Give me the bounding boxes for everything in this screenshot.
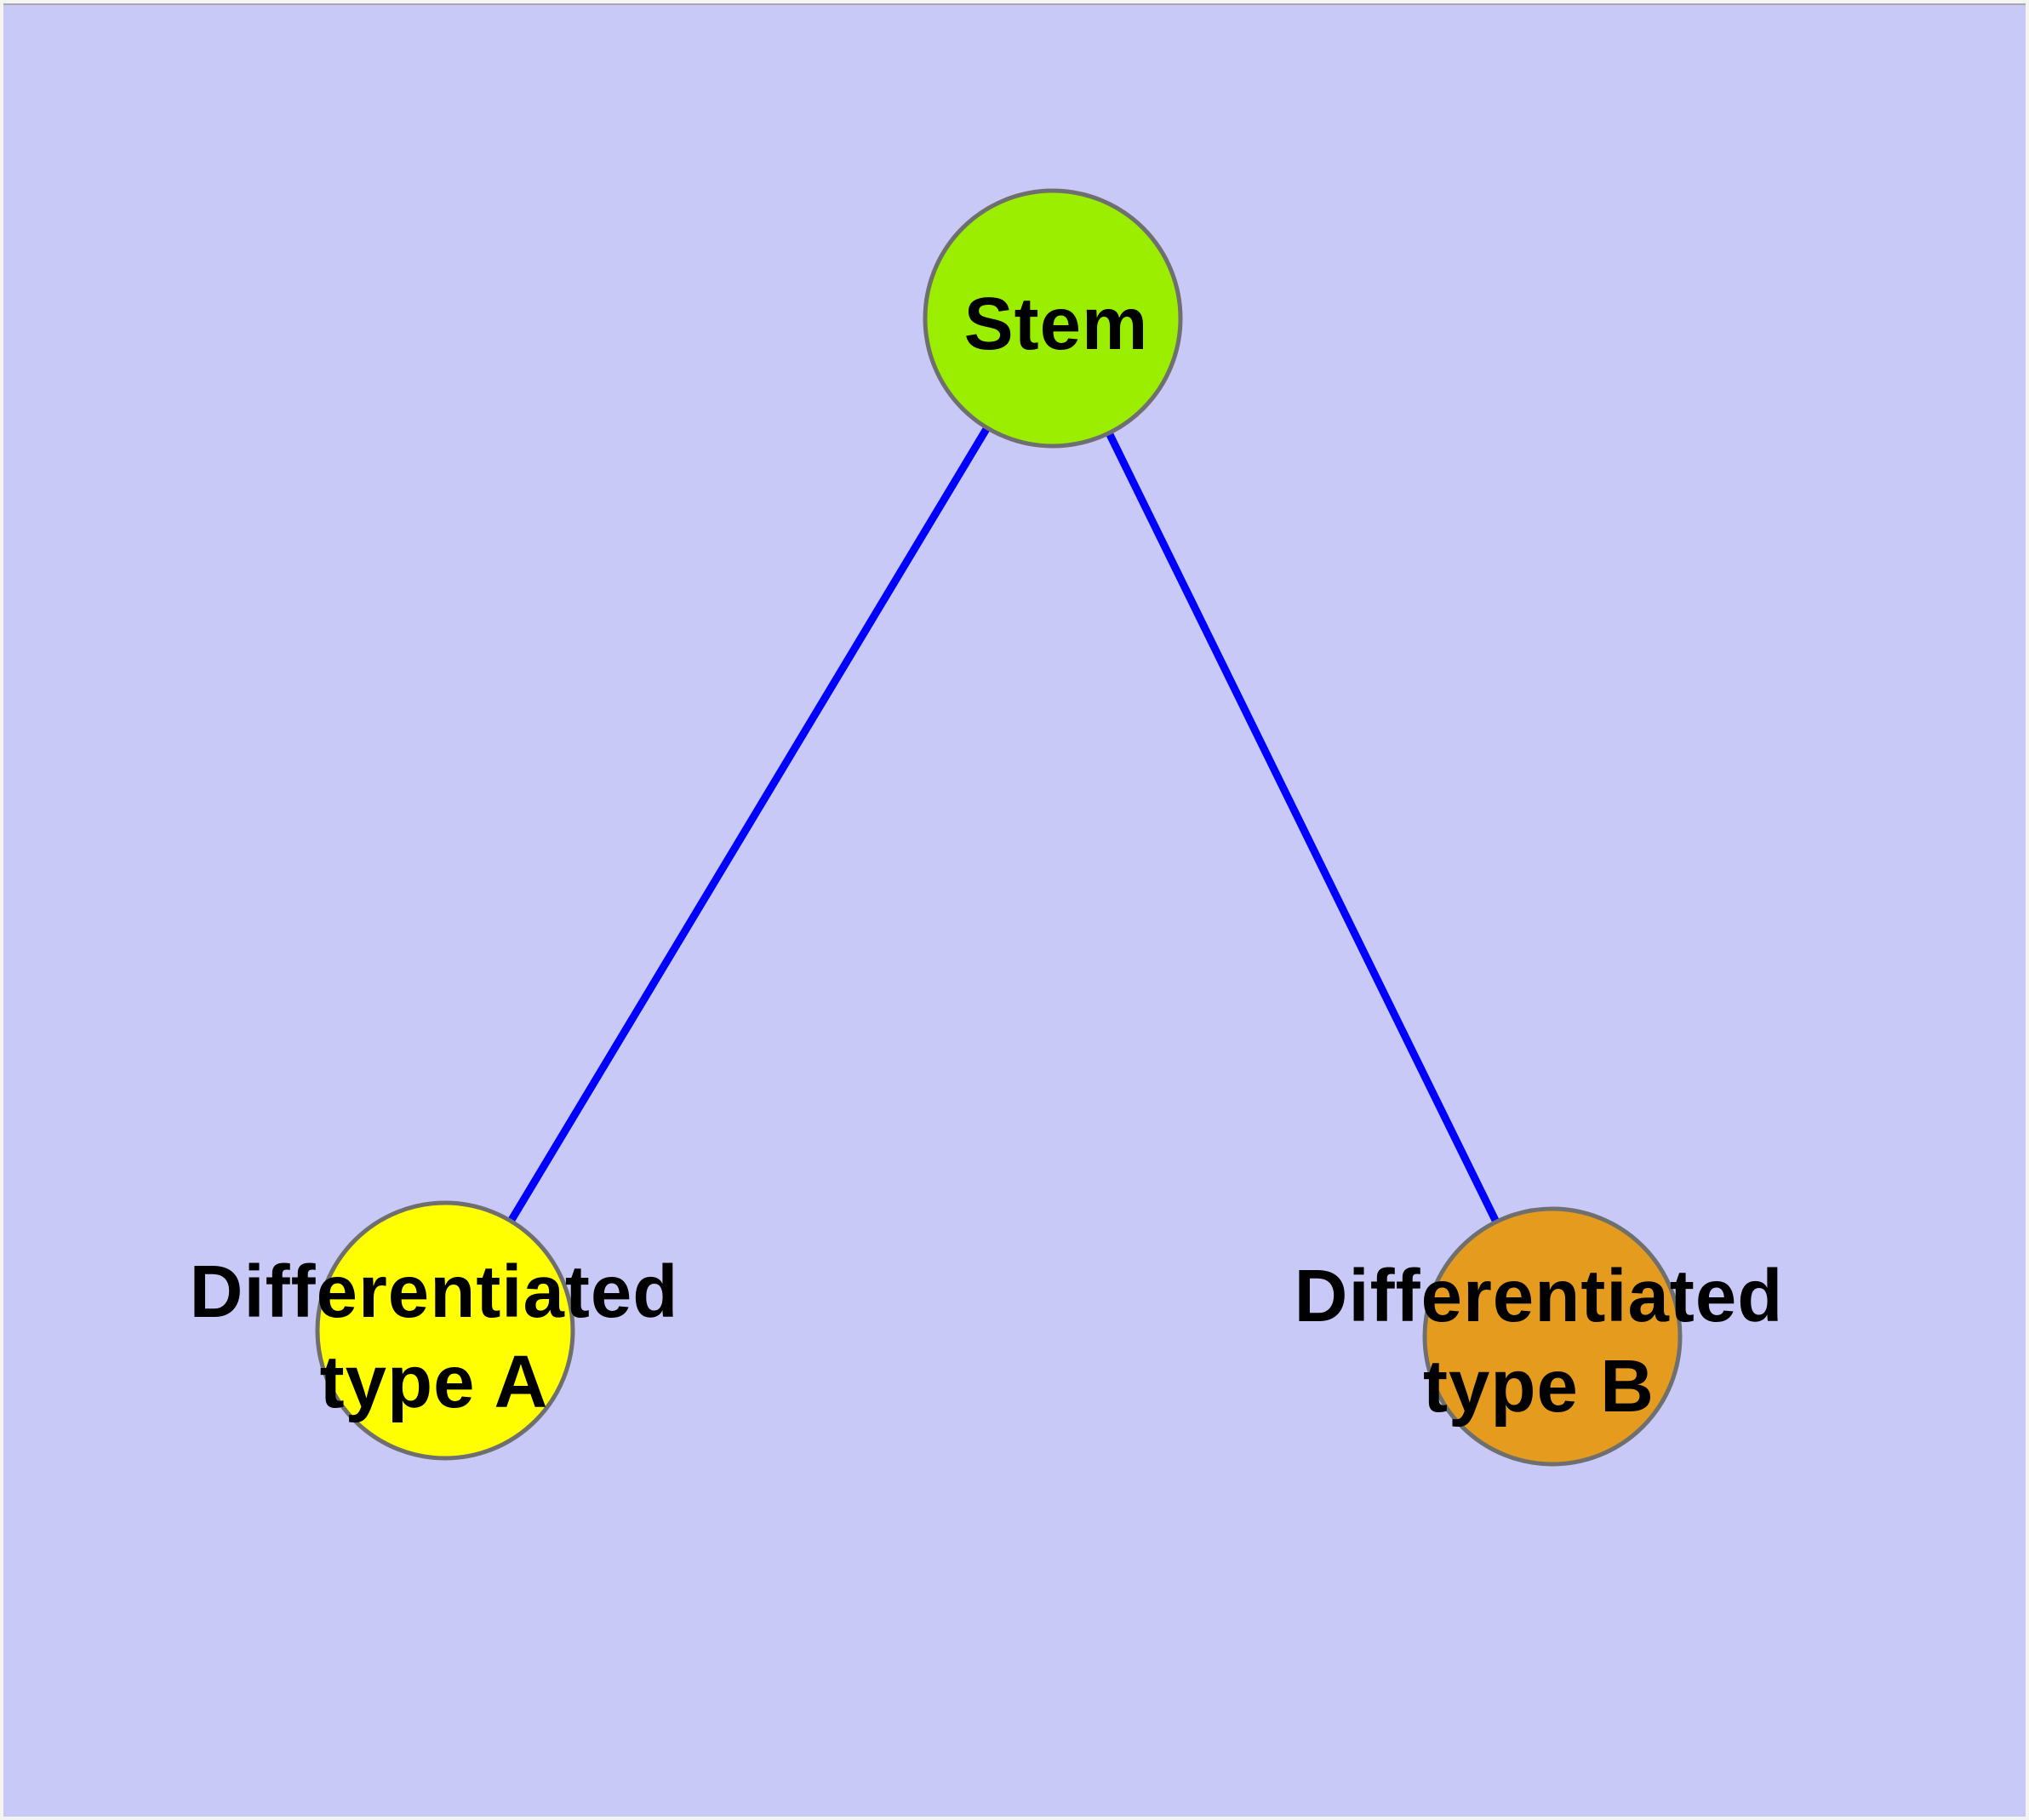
node-type-b-label-line1: Differentiated — [1294, 1255, 1784, 1337]
node-type-b-circle — [1422, 1206, 1683, 1467]
node-type-a-label: Differentiated type A — [190, 1247, 679, 1428]
node-stem-circle — [923, 188, 1183, 449]
node-type-b-label-line2: type B — [1423, 1345, 1655, 1428]
node-type-a-label-line1: Differentiated — [189, 1251, 679, 1333]
node-stem-label-line1: Stem — [963, 283, 1149, 365]
edge-stem-to-type-b — [1049, 317, 1557, 1338]
node-type-a-circle — [315, 1200, 575, 1461]
node-type-a-label-line2: type A — [319, 1341, 549, 1423]
edge-stem-to-type-a — [442, 316, 1056, 1333]
graph-layer — [315, 188, 1683, 1467]
node-type-b-label: Differentiated type B — [1295, 1251, 1784, 1432]
node-stem-label: Stem — [964, 279, 1149, 369]
